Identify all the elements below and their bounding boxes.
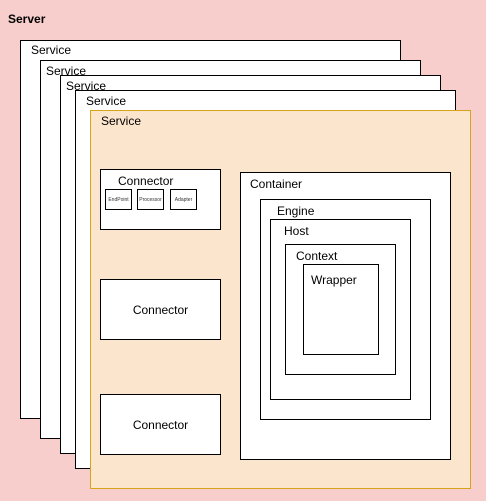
- engine-label: Engine: [277, 204, 315, 218]
- adapter-box: Adapter: [170, 189, 197, 210]
- context-label: Context: [296, 249, 338, 263]
- connector-main-label: Connector: [118, 174, 174, 188]
- processor-box: Processor: [137, 189, 164, 210]
- host-label: Host: [284, 224, 309, 238]
- connector-2: Connector: [100, 279, 221, 340]
- service-label-3: Service: [66, 79, 107, 93]
- service-label-front: Service: [101, 114, 142, 128]
- connector-3: Connector: [100, 394, 221, 455]
- service-label-2: Service: [46, 64, 87, 78]
- endpoint-box: EndPoint: [105, 189, 132, 210]
- container-label: Container: [250, 177, 303, 191]
- wrapper-label: Wrapper: [311, 273, 357, 287]
- service-label-4: Service: [86, 94, 127, 108]
- server-label: Server: [8, 12, 46, 26]
- connector-main: Connector EndPoint Processor Adapter: [100, 169, 221, 230]
- wrapper-box: Wrapper: [303, 264, 379, 355]
- service-label-1: Service: [31, 43, 72, 57]
